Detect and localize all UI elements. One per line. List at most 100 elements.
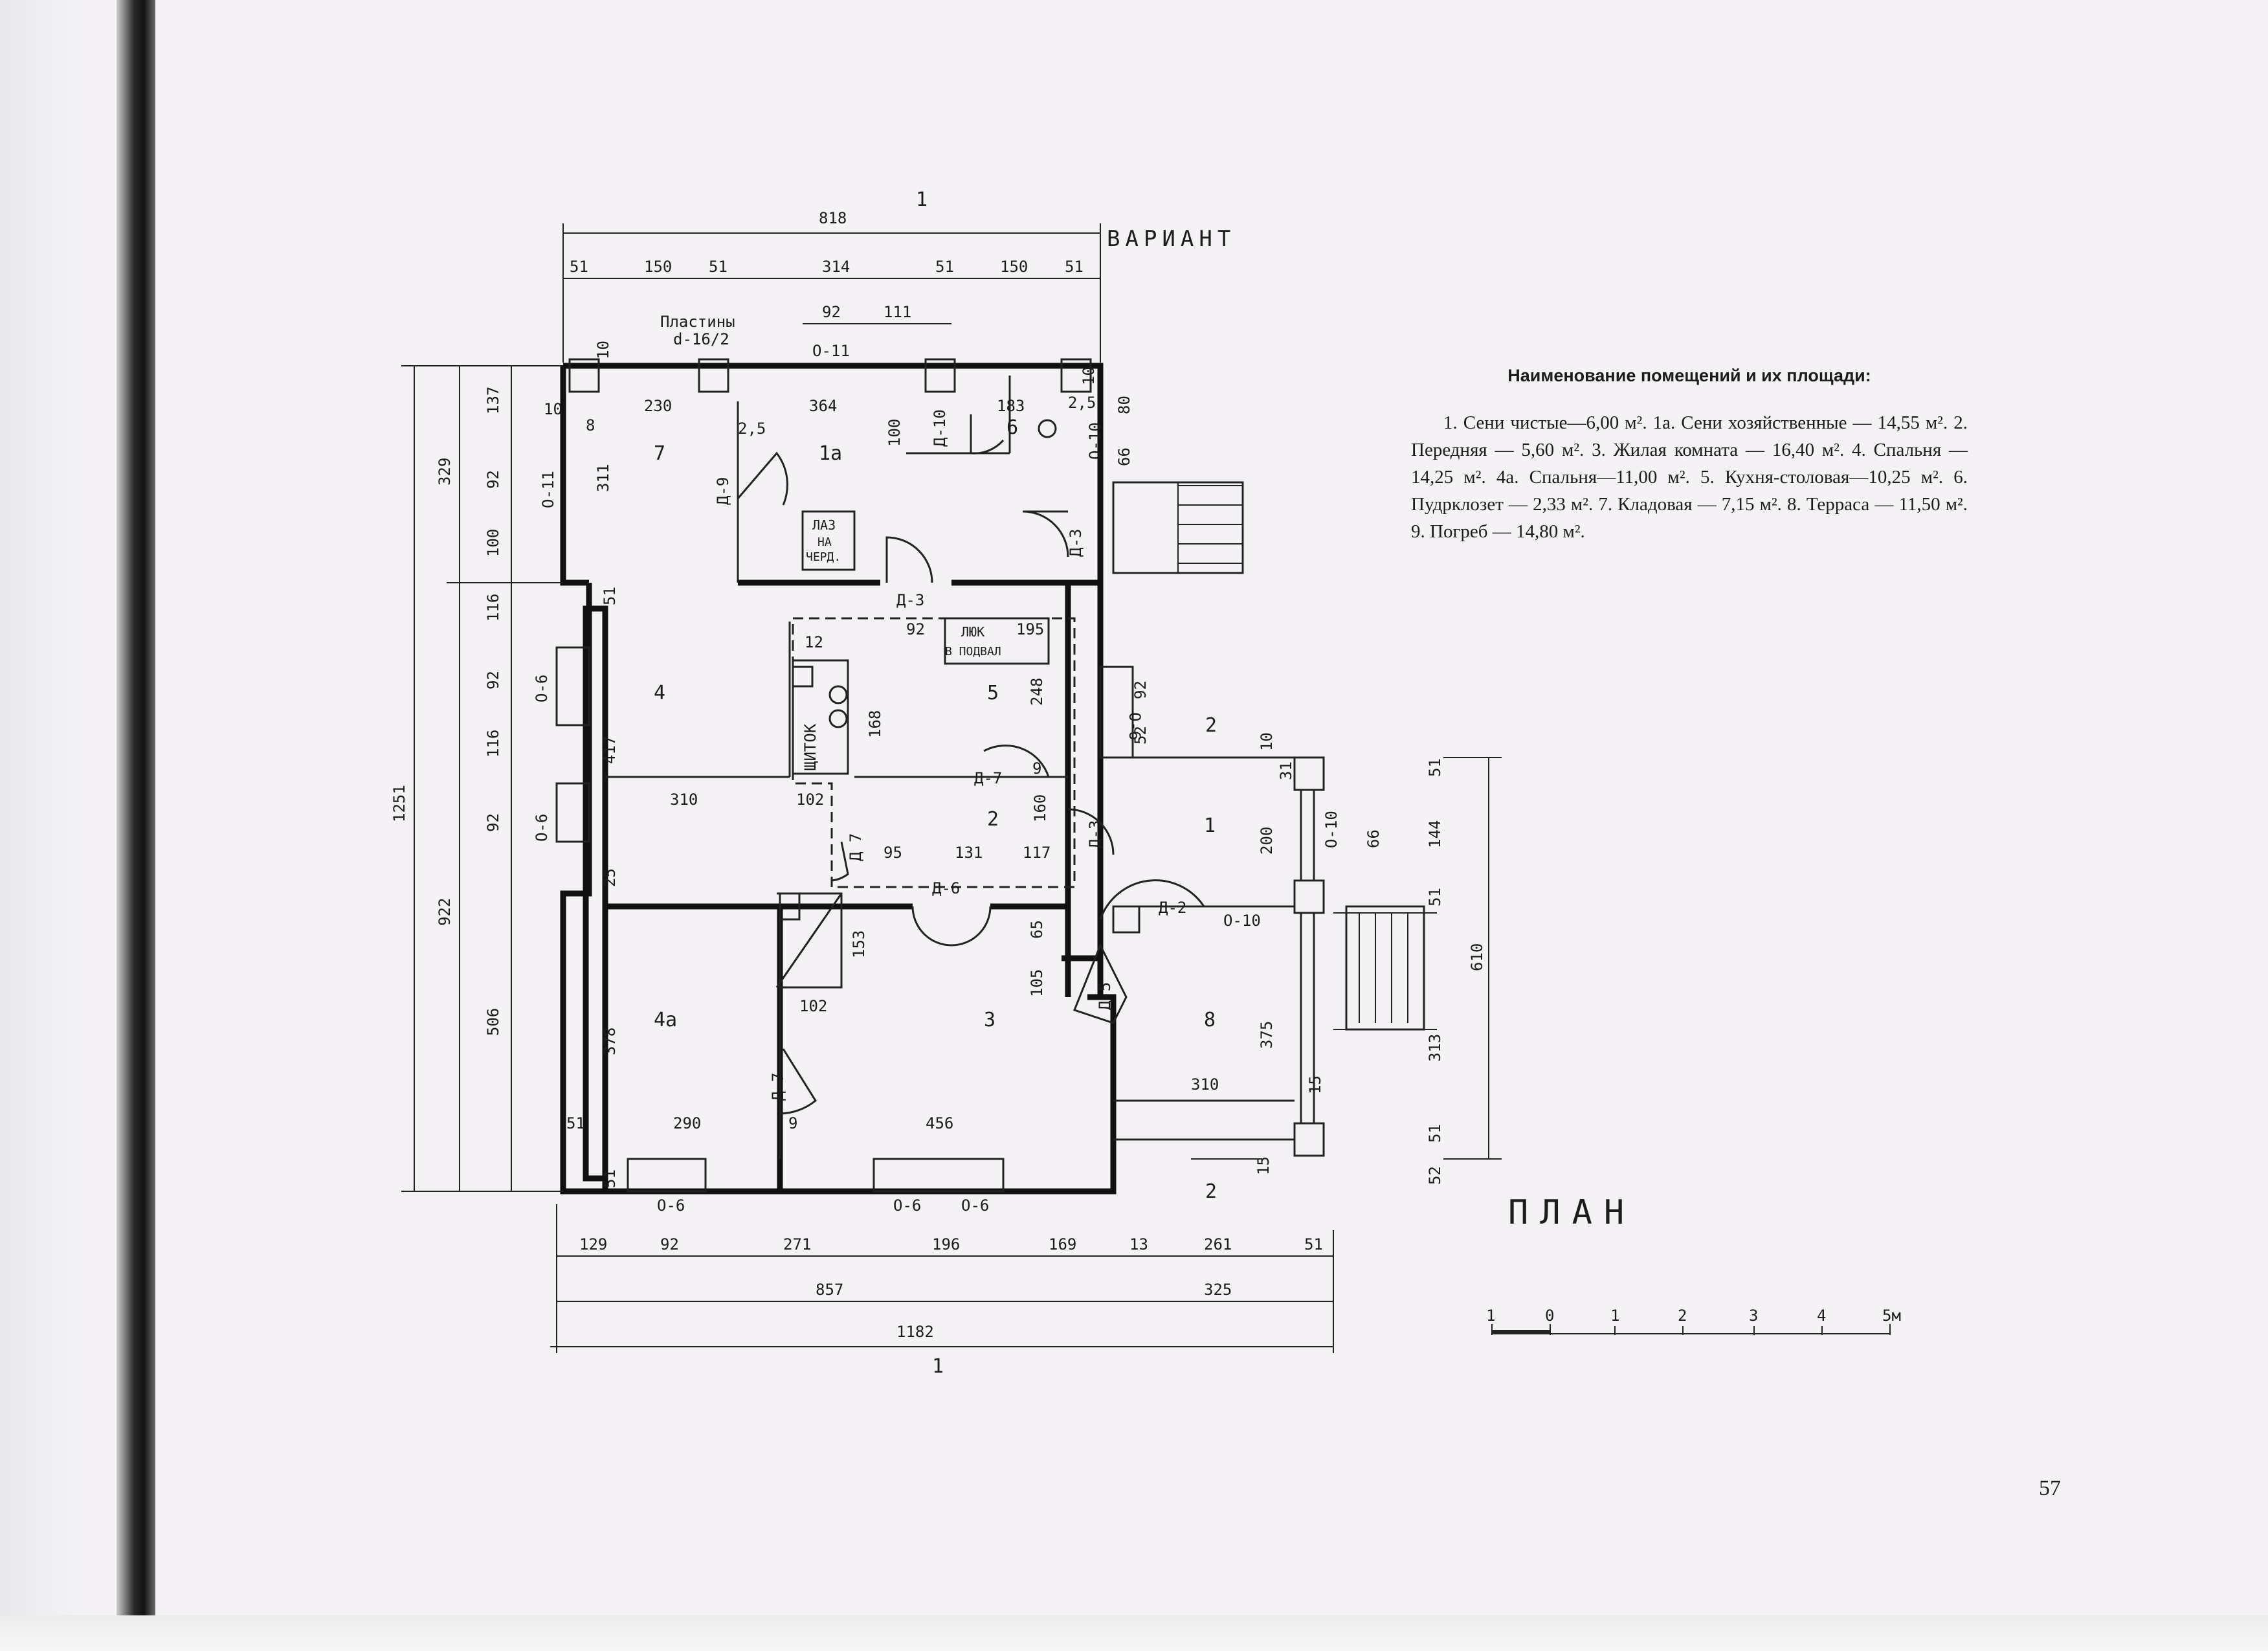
scale-tick: 1 (1486, 1307, 1495, 1325)
room-1a-label: 1а (819, 442, 842, 465)
legend-title: Наименование помещений и их площади: (1507, 366, 1871, 385)
dim-top-seg: 51 (570, 258, 588, 276)
outer-walls (560, 363, 1117, 1195)
dim-inner: 9 (1032, 759, 1041, 778)
dim-bottom-sub: 857 (816, 1281, 843, 1299)
attic-hatch-box (801, 510, 856, 571)
dim-inner: 95 (884, 844, 902, 862)
room-4a-label: 4а (654, 1009, 677, 1031)
dim-inner: 195 (1016, 620, 1044, 638)
dim-bottom-seg: 196 (932, 1235, 960, 1253)
dim-inner: 52 (1131, 726, 1150, 745)
dim-left-seg: 116 (484, 730, 502, 758)
dim-right-seg: 313 (1426, 1034, 1444, 1062)
dim-bottom-seg: 51 (1304, 1235, 1323, 1253)
legend-body: 1. Сени чистые—6,00 м². 1а. Сени хозяйст… (1411, 412, 1968, 542)
dim-inner: 51 (601, 1169, 619, 1188)
dim-left-outer: 922 (436, 898, 454, 926)
cellar-outline (792, 617, 1076, 888)
inner-partitions (605, 376, 1315, 1159)
door-label: Д-2 (1159, 899, 1186, 917)
variant-label: ВАРИАНТ (1107, 226, 1236, 252)
dim-top-seg: 314 (822, 258, 850, 276)
dim-inner: 15 (1306, 1075, 1324, 1094)
room-6-label: 6 (1006, 416, 1018, 439)
dim-inner: 92 (1131, 680, 1150, 699)
dim-inner: 456 (926, 1114, 953, 1132)
dim-left-total: 1251 (390, 785, 408, 822)
toilet-fixture (1038, 419, 1057, 438)
book-spine-shadow (117, 0, 155, 1615)
window-label: О-10 (1086, 422, 1104, 460)
stairs-top-right (1112, 481, 1244, 574)
dim-top-seg: 150 (1000, 258, 1028, 276)
door-swings (737, 414, 1205, 1115)
dim-inner: 80 (1115, 396, 1133, 414)
cellar-hatch-box (944, 617, 1050, 665)
door-label: Д-5 (1096, 982, 1114, 1010)
dim-inner: 12 (805, 633, 823, 651)
dim-bottom-seg: 13 (1129, 1235, 1148, 1253)
scale-tick: 1 (1610, 1307, 1619, 1325)
dim-inner: 92 (906, 620, 925, 638)
scan-left-margin (0, 0, 78, 1651)
window-label: О-10 (1223, 912, 1261, 930)
dim-top-total: 818 (819, 209, 847, 227)
dim-inner: 15 (1254, 1156, 1273, 1175)
scale-tick: 0 (1545, 1307, 1554, 1325)
window-label: О-6 (533, 814, 551, 842)
dim-inner: 10 (1080, 366, 1098, 385)
dim-inner: 51 (566, 1114, 585, 1132)
dim-top-seg: 51 (709, 258, 728, 276)
room-4-label: 4 (654, 682, 665, 704)
cellar-hatch-text: В ПОДВАЛ (945, 645, 1001, 658)
dim-inner: 290 (673, 1114, 701, 1132)
door-label: Д-10 (931, 409, 949, 447)
dim-inner: 375 (1258, 1021, 1276, 1049)
dim-bottom-sub: 325 (1204, 1281, 1232, 1299)
door-label: Д-6 (932, 879, 960, 897)
dim-top-window: 92 (822, 303, 841, 321)
dim-inner: 8 (586, 416, 595, 434)
dim-top-window: 111 (884, 303, 911, 321)
room-8-label: 8 (1204, 1009, 1216, 1031)
scale-bar (1491, 1324, 1891, 1335)
dim-inner: 31 (1277, 761, 1295, 780)
window-label: О-6 (893, 1196, 921, 1215)
dim-right-seg: 51 (1426, 1124, 1444, 1143)
dim-inner: 200 (1258, 827, 1276, 855)
plates-label: Пластины (660, 313, 735, 331)
attic-hatch-text: НА (817, 535, 832, 549)
window-label: О-6 (533, 675, 551, 702)
room-legend: Наименование помещений и их площади: 1. … (1411, 366, 1968, 545)
dim-inner: 100 (885, 419, 904, 447)
window-label: О-11 (539, 471, 557, 508)
dim-left-seg: 100 (484, 529, 502, 557)
room-5-label: 5 (987, 682, 999, 704)
dim-inner: 102 (799, 997, 827, 1015)
dim-inner: 310 (670, 791, 698, 809)
dim-left-outer: 329 (436, 458, 454, 486)
door-label: Д-7 (974, 769, 1002, 787)
dim-inner: 10 (1258, 732, 1276, 751)
door-label: Д-3 (896, 591, 924, 609)
dim-inner: 2,5 (738, 420, 766, 438)
dim-inner: 168 (866, 710, 884, 738)
dim-inner: 311 (594, 464, 612, 492)
dim-inner: 153 (850, 930, 868, 958)
attic-hatch-text: ЧЕРД. (806, 550, 841, 564)
window-label: О-6 (1126, 712, 1144, 740)
section-mark-top: 1 (916, 188, 928, 211)
panel-label: ЩИТОК (801, 723, 819, 770)
door-label: Д-3 (1067, 529, 1085, 557)
dim-inner: 183 (997, 397, 1025, 415)
dim-bottom-seg: 92 (660, 1235, 679, 1253)
section-mark-right-top: 2 (1205, 714, 1217, 737)
section-mark-bottom: 1 (932, 1355, 944, 1378)
scale-tick: 3 (1749, 1307, 1758, 1325)
stove (792, 659, 849, 775)
window-label: О-6 (657, 1196, 685, 1215)
plates-dimension: d-16/2 (673, 330, 729, 348)
dim-inner: 105 (1028, 969, 1046, 997)
